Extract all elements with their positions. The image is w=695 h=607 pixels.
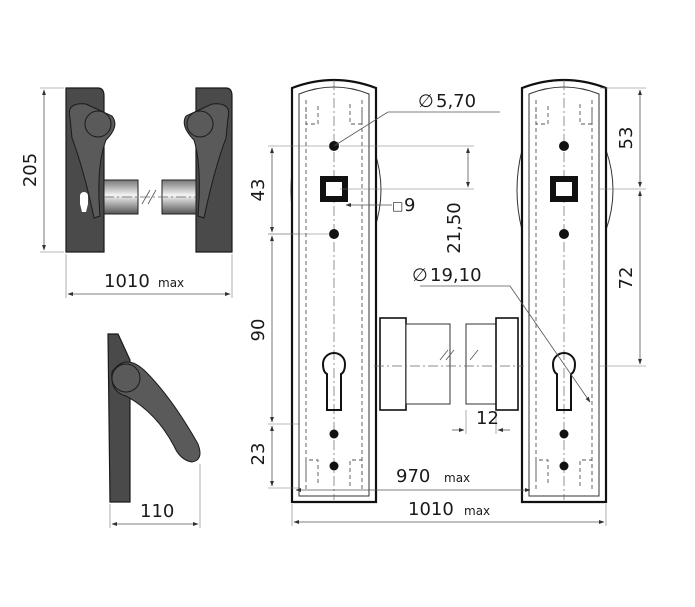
dim-handle-height: 205	[20, 153, 41, 187]
front-view-handles: 205 1010 max	[20, 87, 233, 298]
side-view-lever: 110	[107, 333, 201, 528]
left-handle-boss	[84, 110, 112, 138]
right-cylinder-cutout	[551, 352, 577, 411]
side-backplate	[107, 333, 131, 503]
dim-offset-72: 72	[616, 267, 637, 290]
dim-top-width-suffix: max	[158, 276, 184, 290]
left-bottom-hole	[329, 461, 339, 471]
dim-inner-width-value: 970	[396, 466, 430, 487]
spindle-right-section	[495, 317, 519, 411]
dim-offset-23: 23	[248, 443, 269, 466]
right-low-hole	[559, 429, 569, 439]
right-mid-hole	[559, 229, 569, 239]
dim-outer-width-suffix: max	[464, 504, 490, 518]
spindle-left-section	[379, 317, 407, 411]
dim-top-width-value: 1010	[104, 271, 150, 292]
dim-offset-90: 90	[248, 319, 269, 342]
dim-offset-2150: 21,50	[444, 202, 465, 254]
diameter-symbol-2: ∅	[412, 265, 428, 286]
dim-offset-53: 53	[616, 127, 637, 150]
square-symbol: □	[392, 199, 403, 213]
left-low-hole	[329, 429, 339, 439]
dim-offset-12: 12	[476, 408, 499, 429]
dim-cylinder-diameter: 19,10	[430, 265, 482, 286]
plates-view: ∅ 5,70 □ 9 43 21,50 90 23 53 72	[248, 78, 646, 526]
dim-offset-43: 43	[248, 179, 269, 202]
dim-inner-width-suffix: max	[444, 471, 470, 485]
left-cylinder-cutout	[321, 352, 347, 411]
right-bottom-hole	[559, 461, 569, 471]
diameter-symbol-1: ∅	[418, 91, 434, 112]
dim-spindle-square: 9	[404, 195, 415, 216]
dim-outer-width-value: 1010	[408, 499, 454, 520]
dim-side-width: 110	[140, 501, 174, 522]
right-top-hole	[559, 141, 569, 151]
side-lever-hub	[111, 363, 141, 393]
left-keyhole	[80, 192, 88, 212]
left-mid-hole	[329, 229, 339, 239]
right-handle-boss	[186, 110, 214, 138]
dim-hole-diameter: 5,70	[436, 91, 476, 112]
